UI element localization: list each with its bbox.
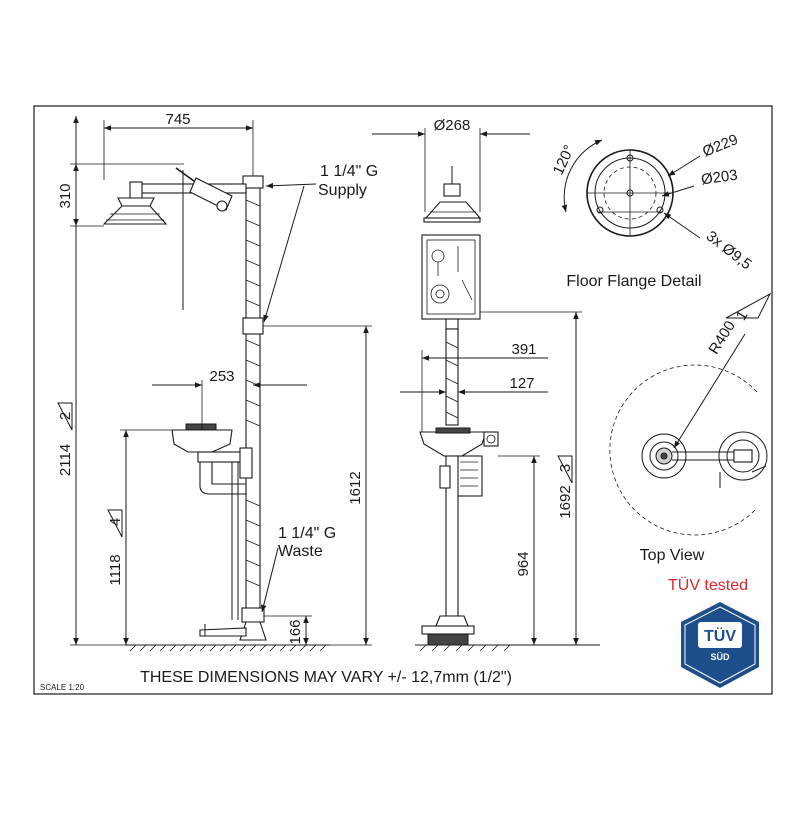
- tuv-badge-main: TÜV: [704, 626, 736, 645]
- supply-label-line2: Supply: [318, 182, 367, 199]
- side-view: Ø268 391 127 964 1692 3: [372, 117, 600, 652]
- flange-title: Floor Flange Detail: [566, 273, 701, 290]
- eyewash-bowl: [171, 423, 253, 620]
- dim-1118: 1118 4: [107, 429, 172, 645]
- flange-outer-dim: Ø229: [700, 131, 740, 161]
- supply-label-line1: 1 1/4" G: [320, 163, 378, 180]
- tuv-certification: TÜV tested TÜV SÜD: [668, 576, 759, 688]
- dim-166: 166: [264, 615, 312, 645]
- shower-pull-rod: [175, 167, 233, 310]
- flange-angle-label: 120°: [550, 142, 579, 177]
- dim-391: 391: [421, 341, 548, 432]
- side-base: [421, 615, 475, 646]
- dim-1692-tag: 3: [557, 464, 574, 472]
- dim-253-label: 253: [209, 368, 234, 385]
- top-view-title: Top View: [640, 547, 705, 564]
- supply-callout: 1 1/4" G Supply: [263, 163, 378, 323]
- scale-label: SCALE 1:20: [40, 683, 85, 692]
- dim-2114: 2114 2: [57, 116, 125, 646]
- dim-1118-label: 1118: [107, 554, 124, 585]
- dim-1118-tag: 4: [107, 518, 124, 526]
- waste-label-line2: Waste: [278, 543, 323, 560]
- flange-pitch-dim: Ø203: [700, 167, 739, 189]
- waste-label-line1: 1 1/4" G: [278, 525, 336, 542]
- dim-310-label: 310: [57, 183, 74, 208]
- dim-391-label: 391: [511, 341, 536, 358]
- floor-line-side: [415, 644, 600, 652]
- tuv-tested-label: TÜV tested: [668, 576, 748, 594]
- dim-745-label: 745: [165, 111, 190, 128]
- side-main-pipe: [445, 328, 459, 426]
- top-view-radius-tag: 1: [733, 308, 752, 324]
- dim-2114-tag: 2: [57, 412, 74, 420]
- dim-253: 253: [152, 368, 307, 430]
- foot-pedal: [199, 624, 247, 637]
- floor-line-front: [125, 644, 330, 652]
- dim-127: 127: [400, 375, 548, 395]
- dim-1612-label: 1612: [347, 471, 364, 504]
- dim-1612: 1612: [263, 325, 372, 646]
- tolerance-note: THESE DIMENSIONS MAY VARY +/- 12,7mm (1/…: [140, 669, 512, 686]
- dim-166-label: 166: [287, 619, 304, 644]
- side-shower-head: [423, 166, 482, 223]
- dim-1692-label: 1692: [557, 485, 574, 518]
- side-sign-panel: [421, 234, 481, 330]
- dim-964-label: 964: [515, 551, 532, 576]
- dim-268: Ø268: [372, 117, 530, 212]
- waste-callout: 1 1/4" G Waste: [260, 525, 336, 613]
- dim-127-label: 127: [509, 375, 534, 392]
- dim-1692: 1692 3: [480, 311, 582, 646]
- tuv-badge-sub: SÜD: [710, 652, 730, 662]
- side-eyewash-bowl: [419, 427, 499, 617]
- floor-flange-detail: 120° Ø229 Ø203 3x Ø9,5 Floor Flange Deta…: [550, 131, 755, 290]
- dim-2114-label: 2114: [57, 444, 74, 476]
- top-view: R400 1 Top View: [609, 292, 772, 564]
- dim-268-label: Ø268: [434, 117, 471, 134]
- dim-964: 964: [474, 455, 540, 646]
- flange-holes-dim: 3x Ø9,5: [703, 228, 755, 274]
- tuv-sud-logo-icon: TÜV SÜD: [681, 602, 759, 688]
- sheet-border: [33, 105, 773, 695]
- dim-745: 745: [103, 111, 254, 180]
- main-pipe: [239, 175, 267, 641]
- front-view: 745 310 2114 2 253 1118: [57, 111, 378, 652]
